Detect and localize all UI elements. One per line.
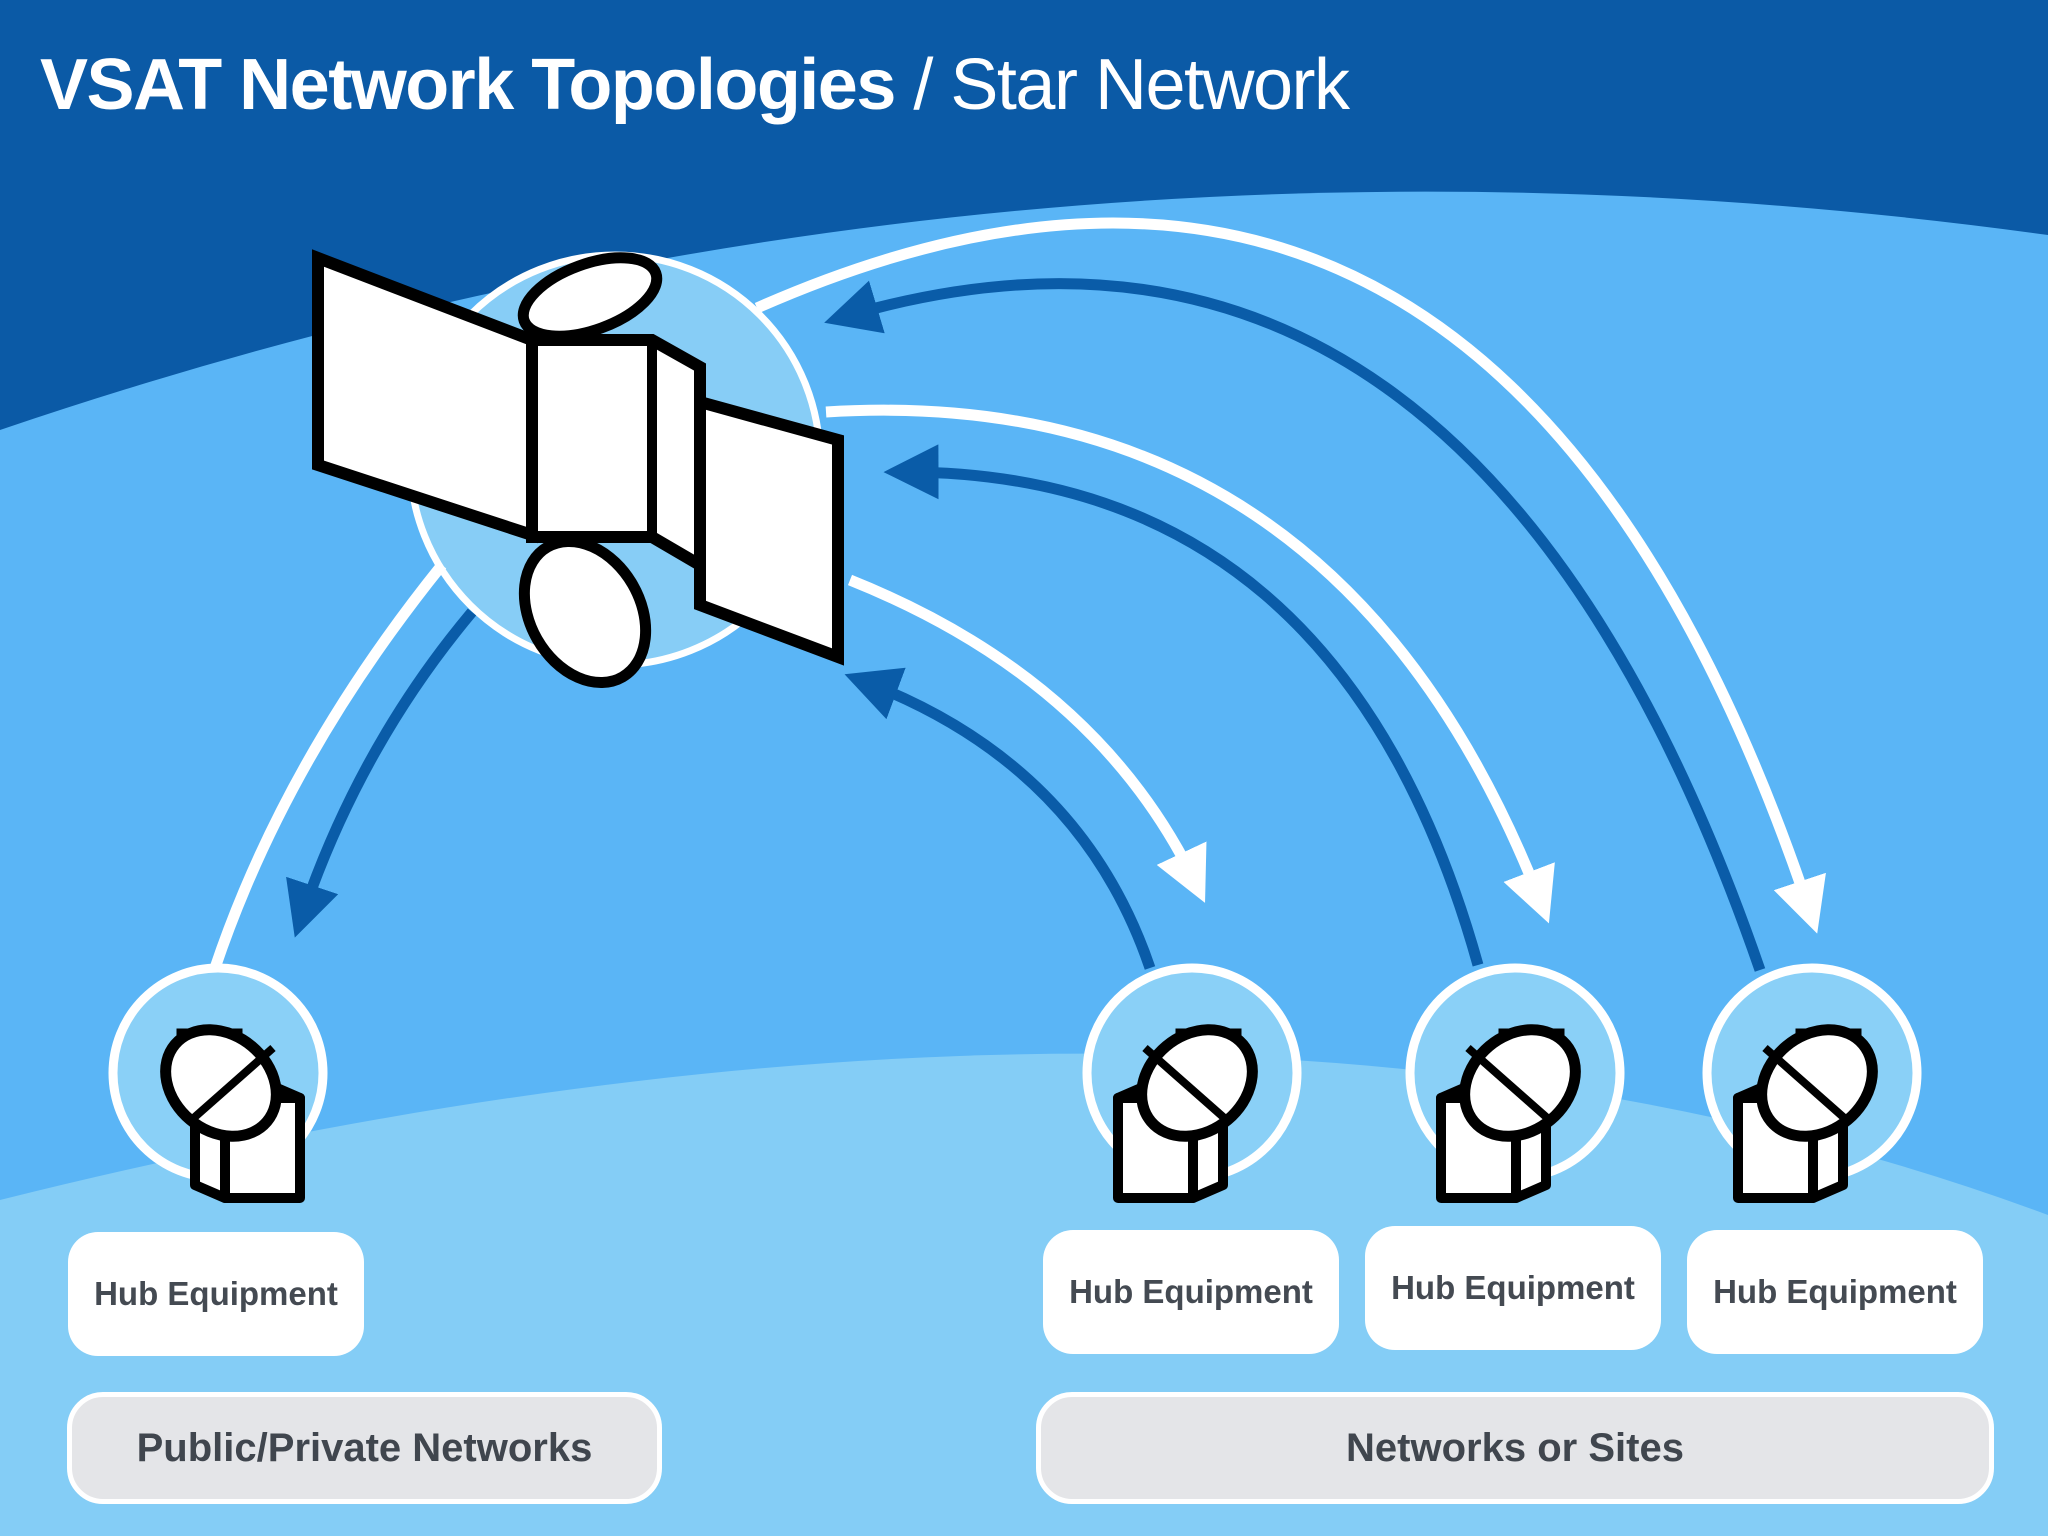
hub-node-3 bbox=[1405, 963, 1625, 1198]
downlink-arrow-hub-2 bbox=[847, 574, 1207, 903]
uplink-arrow-hub-4 bbox=[824, 278, 1766, 972]
satellite-icon bbox=[312, 249, 844, 689]
downlink-arrow-hub-4 bbox=[754, 217, 1826, 934]
title-sub: Star Network bbox=[950, 45, 1350, 125]
page-title: VSAT Network Topologies / Star Network bbox=[40, 42, 1350, 128]
hub-label-1: Hub Equipment bbox=[68, 1232, 364, 1356]
uplink-arrow-left bbox=[209, 561, 447, 970]
title-separator: / bbox=[894, 45, 951, 125]
hub-node-4 bbox=[1702, 963, 1922, 1198]
downlink-arrow-hub-3 bbox=[825, 404, 1555, 924]
uplink-arrow-hub-3 bbox=[883, 444, 1484, 967]
hub-label-3: Hub Equipment bbox=[1365, 1226, 1661, 1350]
hub-node-1 bbox=[108, 963, 328, 1198]
uplink-arrow-hub-2 bbox=[844, 667, 1156, 970]
hub-label-2: Hub Equipment bbox=[1043, 1230, 1339, 1354]
hub-node-2 bbox=[1082, 963, 1302, 1198]
group-label-right: Networks or Sites bbox=[1036, 1392, 1994, 1504]
downlink-arrow-left bbox=[286, 608, 477, 938]
hub-label-4: Hub Equipment bbox=[1687, 1230, 1983, 1354]
title-main: VSAT Network Topologies bbox=[40, 45, 896, 125]
group-label-left: Public/Private Networks bbox=[67, 1392, 662, 1504]
